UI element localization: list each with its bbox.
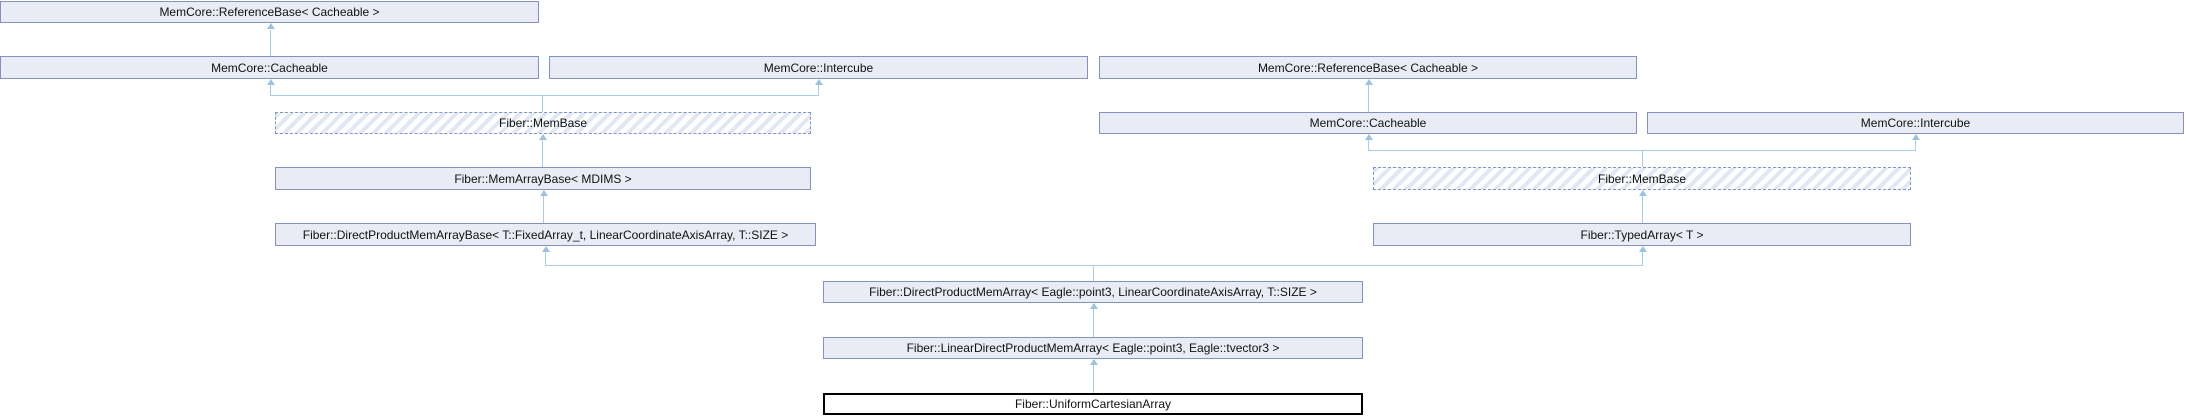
- connector-line: [1368, 150, 1916, 151]
- class-node-label: MemCore::ReferenceBase< Cacheable >: [159, 5, 380, 19]
- arrow-up-icon: [539, 134, 547, 140]
- class-node-label: Fiber::TypedArray< T >: [1580, 227, 1704, 242]
- connector-line: [545, 252, 546, 265]
- class-node-label: Fiber::MemArrayBase< MDIMS >: [454, 171, 632, 186]
- class-node-label: MemCore::Cacheable: [211, 60, 328, 75]
- class-node-label: MemCore::Intercube: [1860, 116, 1971, 130]
- class-node-label: Fiber::DirectProductMemArray< Eagle::poi…: [869, 285, 1317, 299]
- class-node-membase-right: Fiber::MemBase: [1373, 167, 1911, 190]
- class-node-label: Fiber::MemBase: [498, 116, 588, 130]
- connector-line: [1093, 365, 1094, 393]
- class-node-label: MemCore::Cacheable: [1309, 116, 1427, 130]
- connector-line: [1093, 265, 1094, 281]
- class-node-ldpma[interactable]: Fiber::LinearDirectProductMemArray< Eagl…: [823, 337, 1363, 359]
- connector-line: [1642, 150, 1643, 167]
- class-node-dpma[interactable]: Fiber::DirectProductMemArray< Eagle::poi…: [823, 281, 1363, 303]
- class-node-label: Fiber::DirectProductMemArrayBase< T::Fix…: [302, 227, 789, 242]
- class-node-cacheable-left[interactable]: MemCore::Cacheable: [0, 56, 539, 79]
- class-node-intercube-right[interactable]: MemCore::Intercube: [1647, 112, 2184, 134]
- connector-line: [542, 95, 543, 112]
- arrow-up-icon: [1090, 359, 1098, 365]
- arrow-up-icon: [540, 190, 548, 196]
- class-node-membase-left: Fiber::MemBase: [275, 112, 811, 134]
- connector-line: [543, 196, 544, 223]
- class-node-uca: Fiber::UniformCartesianArray: [823, 393, 1363, 415]
- class-node-label: MemCore::Intercube: [763, 60, 874, 75]
- connector-line: [270, 85, 271, 95]
- class-node-ref-base-right[interactable]: MemCore::ReferenceBase< Cacheable >: [1099, 56, 1637, 79]
- connector-line: [542, 140, 543, 167]
- connector-line: [818, 85, 819, 95]
- class-node-label: Fiber::MemBase: [1597, 171, 1687, 186]
- class-node-ref-base-left[interactable]: MemCore::ReferenceBase< Cacheable >: [0, 1, 539, 23]
- arrow-up-icon: [1365, 134, 1373, 140]
- connector-line: [1093, 309, 1094, 337]
- arrow-up-icon: [1639, 190, 1647, 196]
- arrow-up-icon: [267, 23, 275, 29]
- class-node-label: Fiber::UniformCartesianArray: [1014, 397, 1172, 411]
- arrow-up-icon: [1639, 246, 1647, 252]
- arrow-up-icon: [1365, 79, 1373, 85]
- class-node-typedarray[interactable]: Fiber::TypedArray< T >: [1373, 223, 1911, 246]
- connector-line: [545, 265, 1643, 266]
- arrow-up-icon: [1912, 134, 1920, 140]
- connector-line: [1642, 252, 1643, 265]
- class-node-memarraybase[interactable]: Fiber::MemArrayBase< MDIMS >: [275, 167, 811, 190]
- connector-line: [1368, 85, 1369, 112]
- class-node-intercube-mid[interactable]: MemCore::Intercube: [549, 56, 1088, 79]
- class-node-label: Fiber::LinearDirectProductMemArray< Eagl…: [906, 341, 1280, 355]
- connector-line: [1368, 140, 1369, 150]
- arrow-up-icon: [815, 79, 823, 85]
- class-node-dpmab[interactable]: Fiber::DirectProductMemArrayBase< T::Fix…: [275, 223, 816, 246]
- connector-line: [270, 30, 271, 56]
- arrow-up-icon: [267, 79, 275, 85]
- arrow-up-icon: [1090, 303, 1098, 309]
- arrow-up-icon: [542, 246, 550, 252]
- connector-line: [1642, 196, 1643, 223]
- connector-line: [1915, 140, 1916, 150]
- class-node-cacheable-right[interactable]: MemCore::Cacheable: [1099, 112, 1637, 134]
- class-node-label: MemCore::ReferenceBase< Cacheable >: [1257, 60, 1479, 75]
- connector-line: [270, 95, 819, 96]
